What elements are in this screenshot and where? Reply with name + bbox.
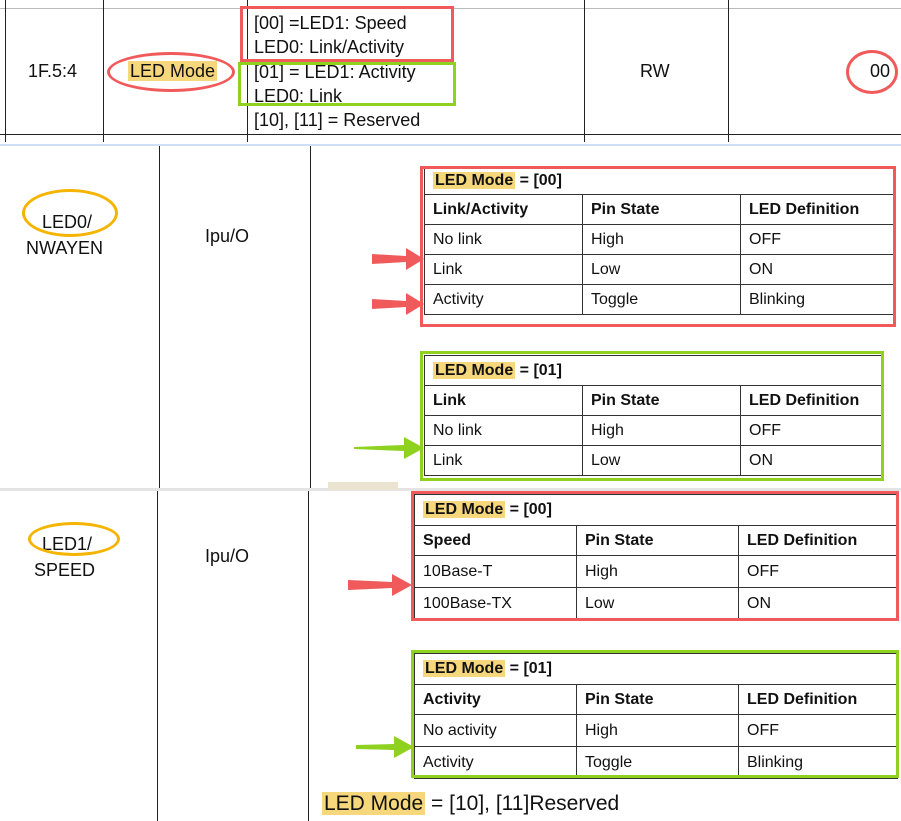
table-cell: 100Base-TX [414,587,577,620]
table-cell: Low [582,445,741,476]
orange-oval-led0 [22,189,118,237]
red-arrow-icon [372,293,424,315]
table-row: Activity Toggle Blinking [414,746,898,779]
table-cell: OFF [738,555,898,588]
table-row: Activity Toggle Blinking [424,284,894,315]
table-header: LED Definition [740,385,882,416]
table-header: Pin State [576,684,739,715]
register-access: RW [640,61,670,81]
caption-label: LED Mode [423,501,506,518]
table-caption: LED Mode = [01] [414,653,898,685]
reserved-note: LED Mode = [10], [11]Reserved [322,790,619,818]
desc-reserved: [10], [11] = Reserved [254,110,421,130]
table-cell: Activity [414,746,577,779]
caption-value: = [00] [505,501,552,518]
green-box-led1-01 [411,650,899,778]
register-bits: 1F.5:4 [28,61,78,81]
led0-table-00: LED Mode = [00] Link/Activity Pin State … [424,167,894,315]
table-cell: High [576,555,739,588]
orange-oval-led1 [28,522,120,556]
led1-table-01: LED Mode = [01] Activity Pin State LED D… [414,653,898,779]
caption-label: LED Mode [423,660,506,677]
table-row: No link High OFF [424,224,894,255]
table-cell: OFF [740,224,894,255]
led1-type: Ipu/O [205,546,250,566]
table-cell: Toggle [576,746,739,779]
table-header: Link [424,385,583,416]
table-cell: Toggle [582,284,741,315]
red-box-annotation [240,6,454,62]
green-box-annotation [238,62,456,106]
table-caption: LED Mode = [01] [424,355,882,386]
red-box-led0-00 [420,166,896,327]
table-cell: Low [576,587,739,620]
table-header: LED Definition [738,684,898,715]
red-oval-annotation [107,52,235,92]
table-cell: High [582,224,741,255]
led0-table-01: LED Mode = [01] Link Pin State LED Defin… [424,355,882,476]
led0-name-line2: NWAYEN [26,238,104,258]
red-oval-default [846,50,898,94]
table-row: 10Base-T High OFF [414,555,898,588]
red-arrow-icon [372,248,424,270]
table-row: Link Low ON [424,445,882,476]
red-arrow-icon [348,574,412,596]
reserved-note-label: LED Mode [322,792,426,815]
table-cell: Activity [424,284,583,315]
scan-strip [328,482,398,490]
desc-00-b: LED0: Link/Activity [254,37,405,57]
table-cell: ON [740,445,882,476]
caption-value: = [01] [505,660,552,677]
table-cell: OFF [738,714,898,747]
green-box-led0-01 [420,351,884,481]
table-cell: Link [424,445,583,476]
led0-type: Ipu/O [205,226,250,246]
green-arrow-icon [354,437,424,459]
table-header: LED Definition [738,525,898,556]
table-row: No activity High OFF [414,714,898,747]
red-box-led1-00 [411,491,899,621]
caption-value: = [00] [515,172,562,189]
caption-label: LED Mode [433,172,516,189]
table-cell: High [576,714,739,747]
desc-01-a: [01] = LED1: Activity [254,62,416,82]
table-header: LED Definition [740,194,894,225]
table-header: Pin State [582,385,741,416]
table-header: Link/Activity [424,194,583,225]
reserved-note-value: = [10], [11]Reserved [425,792,620,815]
desc-01-b: LED0: Link [254,86,343,106]
caption-label: LED Mode [433,361,516,379]
desc-00-a: [00] =LED1: Speed [254,13,407,33]
led1-name-line2: SPEED [34,560,96,580]
caption-value: = [01] [515,361,562,379]
table-row: Link Low ON [424,254,894,285]
green-arrow-icon [356,736,414,758]
table-cell: Blinking [740,284,894,315]
